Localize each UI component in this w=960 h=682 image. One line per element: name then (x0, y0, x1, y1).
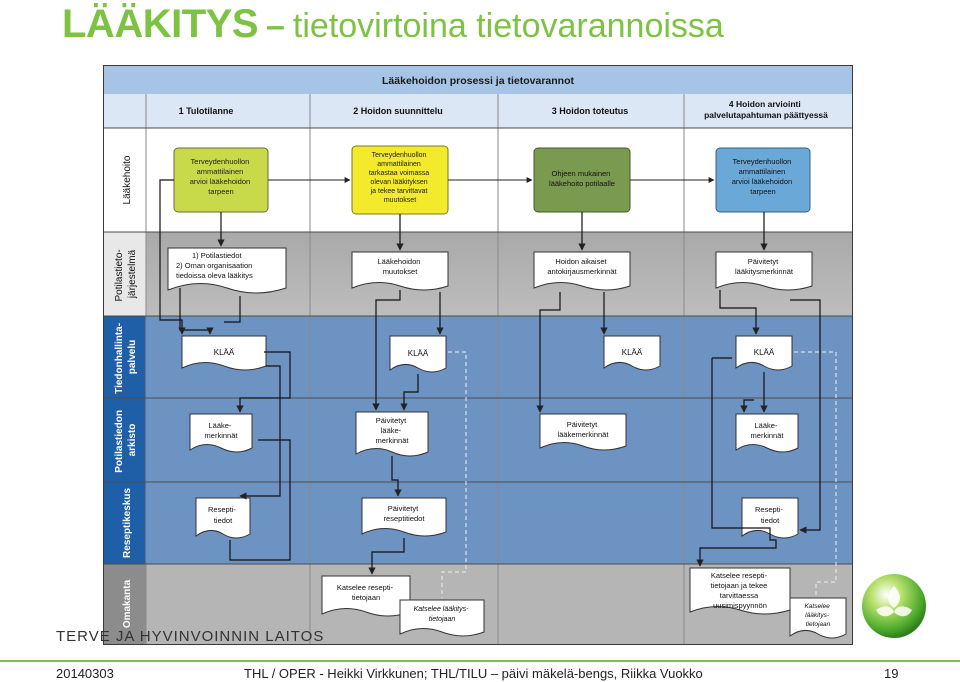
lane-thp-line-1: Tiedonhallinta- (114, 323, 125, 394)
svg-text:KLÄÄ: KLÄÄ (214, 348, 235, 357)
phase-4-line-2: palvelutapahtuman päättyessä (704, 110, 828, 120)
lane-laakehoito-label-bg (104, 128, 146, 232)
svg-text:Terveydenhuollon ammatti: Terveydenhuollon ammattilainen arvioi lä… (732, 157, 795, 196)
lane-resepti-label-bg (104, 482, 146, 564)
doc-muutokset: Lääkehoidon muutokset (351, 251, 449, 291)
phase-4-label: 4 Hoidon arviointi palvelutapahtuman pää… (704, 99, 828, 120)
doc-antokirjaus: Hoidon aikaiset antokirjausmerkinnät (533, 251, 631, 291)
footer-author: THL / OPER - Heikki Virkkunen; THL/TILU … (244, 666, 703, 681)
lane-omakanta-label-bg (104, 564, 146, 644)
doc-katselee-1: Katselee resepti- tietojaan (321, 575, 411, 617)
svg-text:KLÄÄ: KLÄÄ (408, 349, 429, 358)
doc-katselee-4: Katselee resepti- tietojaan ja tekee tar… (689, 567, 791, 615)
phase-1-label: 1 Tulotilanne (179, 106, 234, 116)
phase-3-label: 3 Hoidon toteutus (552, 106, 629, 116)
doc-paiv-resepti: Päivitetyt reseptitiedot (361, 497, 447, 537)
svg-text:Ohjeen mukainen lääkehoi: Ohjeen mukainen lääkehoito potilaalle (549, 169, 615, 188)
phase-2-label: 2 Hoidon suunnittelu (353, 106, 443, 116)
page-number: 19 (884, 666, 899, 681)
doc-klaa-4: KLÄÄ (735, 335, 793, 371)
svg-text:Katselee resepti- tietoj: Katselee resepti- tietojaan ja tekee tar… (711, 571, 770, 610)
process-box-3: Ohjeen mukainen lääkehoito potilaalle (533, 147, 631, 213)
svg-text:Päivitetyt reseptitiedot: Päivitetyt reseptitiedot (384, 504, 426, 523)
title-sub: tietovirtoina tietovarannoissa (292, 7, 724, 45)
lane-arkisto-label-bg (104, 398, 146, 482)
svg-text:Päivitetyt lääkemerkinnä: Päivitetyt lääkemerkinnät (558, 420, 610, 439)
svg-text:Lääkehoidon muutokset: Lääkehoidon muutokset (377, 257, 422, 276)
lane-ptj-label-bg (104, 232, 146, 316)
doc-paiv-laakemerk-2: Päivitetyt lääke- merkinnät (355, 411, 429, 457)
thl-logo-icon (862, 574, 926, 638)
doc-laakemerkinnat-1: Lääke- merkinnät (189, 413, 253, 453)
svg-text:Katselee lääkitys-: Katselee lääkitys- tietojaan (804, 603, 831, 628)
svg-text:KLÄÄ: KLÄÄ (622, 348, 643, 357)
svg-text:Katselee resepti- tietoj: Katselee resepti- tietojaan (337, 583, 395, 602)
diagram-header-bar (104, 66, 852, 94)
process-box-2: Terveydenhuollon ammattilainen tarkastaa… (351, 145, 449, 215)
doc-katselee-laak-4: Katselee lääkitys- tietojaan (789, 597, 847, 639)
lane-ptj-line-1: Potilastieto- (114, 249, 125, 301)
doc-klaa-2: KLÄÄ (389, 335, 447, 373)
dashed-connectors (441, 351, 837, 598)
lane-label-ptj: Potilastieto- järjestelmä (114, 246, 138, 301)
lane-label-arkisto: Potilastiedon arkisto (114, 407, 138, 473)
connector-lines (159, 179, 821, 575)
footer-date: 20140303 (56, 666, 114, 681)
doc-potilastiedot: 1) Potilastiedot 2) Oman organisaation t… (167, 247, 287, 294)
footer-divider (0, 660, 960, 662)
process-box-4: Terveydenhuollon ammattilainen arvioi lä… (715, 147, 811, 213)
svg-text:1) Potilastiedot 2) Oman: 1) Potilastiedot 2) Oman organisaation t… (176, 251, 254, 280)
doc-katselee-laak-1: Katselee lääkitys- tietojaan (399, 599, 485, 637)
doc-klaa-1: KLÄÄ (181, 335, 267, 371)
slide-title: LÄÄKITYS–tietovirtoina tietovarannoissa (62, 2, 724, 47)
lane-label-thp: Tiedonhallinta- palvelu (114, 320, 138, 394)
svg-text:Resepti- tiedot: Resepti- tiedot (755, 505, 785, 525)
lane-ptj-line-2: järjestelmä (127, 249, 138, 299)
doc-klaa-3: KLÄÄ (603, 335, 661, 371)
diagram-header: Lääkehoidon prosessi ja tietovarannot (382, 75, 574, 87)
svg-text:Hoidon aikaiset antokirj: Hoidon aikaiset antokirjausmerkinnät (547, 257, 617, 276)
svg-text:Päivitetyt lääke-: Päivitetyt lääke- merkinnät (376, 416, 410, 445)
svg-text:Terveydenhuollon ammatti: Terveydenhuollon ammattilainen arvioi lä… (190, 157, 253, 196)
lane-label-laakehoito: Lääkehoito (122, 155, 133, 204)
column-dividers (145, 94, 685, 644)
lane-dividers (104, 127, 852, 565)
phase-header-bar (104, 94, 852, 128)
lane-arkisto-line-2: arkisto (127, 424, 138, 457)
doc-laakemerkinnat-4: Lääke- merkinnät (735, 413, 799, 453)
lane-label-omakanta: Omakanta (122, 579, 133, 628)
title-dash: – (266, 7, 285, 45)
svg-text:Lääke- merkinnät: Lääke- merkinnät (751, 421, 785, 440)
svg-text:KLÄÄ: KLÄÄ (754, 348, 775, 357)
svg-text:Katselee lääkitys- tieto: Katselee lääkitys- tietojaan (414, 606, 471, 623)
process-box-1: Terveydenhuollon ammattilainen arvioi lä… (173, 147, 269, 213)
doc-paiv-laakemerk-3: Päivitetyt lääkemerkinnät (539, 413, 627, 451)
title-main: LÄÄKITYS (62, 2, 259, 46)
lane-thp-line-2: palvelu (127, 340, 138, 374)
svg-text:Terveydenhuollon ammatti: Terveydenhuollon ammattilainen tarkastaa… (369, 152, 431, 204)
svg-text:Lääke- merkinnät: Lääke- merkinnät (205, 421, 239, 440)
organization-name: TERVE JA HYVINVOINNIN LAITOS (56, 628, 325, 645)
svg-text:Päivitetyt lääkitysmerki: Päivitetyt lääkitysmerkinnät (735, 257, 794, 276)
doc-paivitetyt-laakitys: Päivitetyt lääkitysmerkinnät (715, 251, 813, 291)
phase-4-line-1: 4 Hoidon arviointi (729, 99, 801, 109)
lane-arkisto-line-1: Potilastiedon (114, 410, 125, 473)
svg-text:Resepti- tiedot: Resepti- tiedot (208, 505, 238, 525)
lane-label-resepti: Reseptikeskus (122, 488, 133, 558)
doc-reseptitiedot-1: Resepti- tiedot (195, 497, 251, 539)
lane-thp-label-bg (104, 316, 146, 398)
